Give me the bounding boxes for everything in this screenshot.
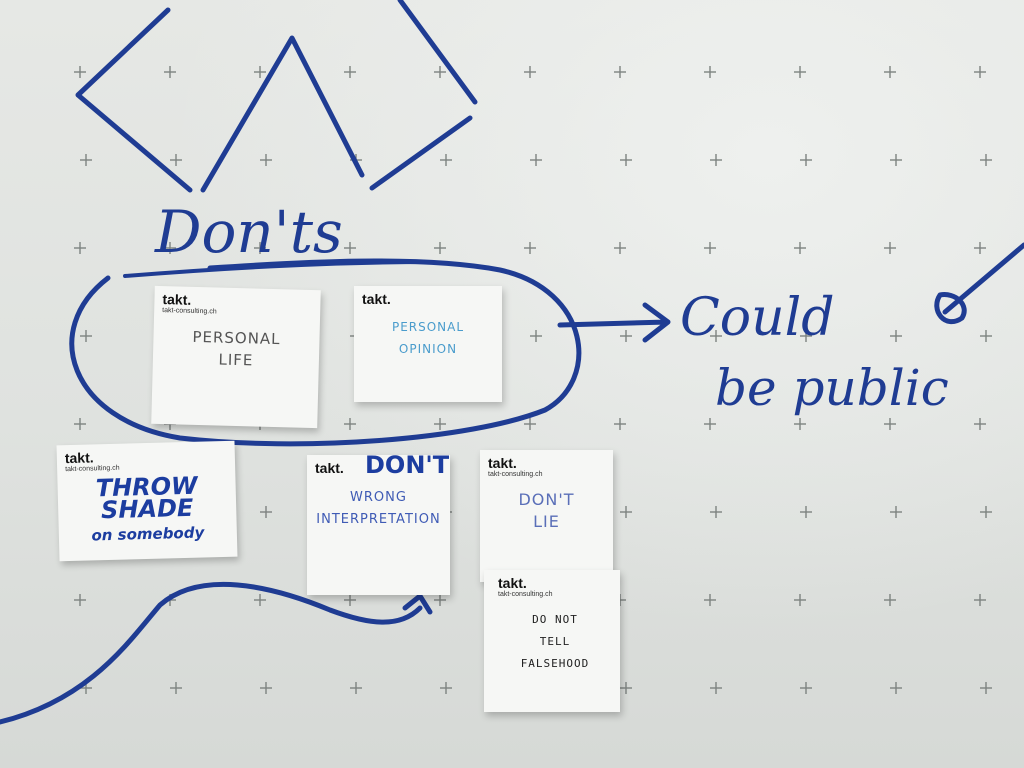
note-line: INTERPRETATION bbox=[316, 512, 441, 527]
note-line: OPINION bbox=[398, 342, 458, 356]
sticky-note-personal-life[interactable]: takt. takt-consulting.ch PERSONAL LIFE bbox=[151, 285, 321, 429]
note-text: DON'T LIE bbox=[488, 489, 605, 533]
sticky-note-do-not-tell-falsehood[interactable]: takt. takt-consulting.ch DO NOT TELL FAL… bbox=[484, 570, 620, 712]
note-text: DO NOT TELL FALSEHOOD bbox=[498, 609, 612, 675]
top-left-chevron bbox=[75, 7, 193, 193]
note-text: WRONG INTERPRETATION bbox=[315, 487, 442, 531]
note-line: LIFE bbox=[218, 350, 254, 370]
sticky-note-throw-shade[interactable]: takt. takt-consulting.ch THROW SHADE on … bbox=[56, 440, 238, 562]
note-line: LIE bbox=[533, 512, 560, 531]
note-site: takt-consulting.ch bbox=[488, 471, 543, 478]
heading-donts: Don'ts bbox=[154, 198, 343, 266]
note-line: PERSONAL bbox=[192, 327, 281, 349]
sticky-note-personal-opinion[interactable]: takt. PERSONAL OPINION bbox=[354, 286, 502, 402]
note-brand: takt. bbox=[488, 455, 517, 471]
note-brand: takt. bbox=[315, 460, 344, 476]
right-edge-arrow bbox=[934, 242, 1024, 325]
ellipse-around-notes bbox=[69, 258, 582, 447]
note-line: on somebody bbox=[91, 523, 205, 545]
top-right-chevron bbox=[369, 0, 478, 191]
could-text: Could bbox=[680, 288, 835, 348]
note-brand: takt. bbox=[498, 575, 527, 591]
sticky-note-wrong-interpretation[interactable]: takt. DON'T WRONG INTERPRETATION bbox=[307, 451, 450, 595]
note-text: PERSONAL LIFE bbox=[161, 325, 312, 373]
note-line: WRONG bbox=[350, 490, 407, 505]
note-line: TELL bbox=[539, 635, 571, 648]
note-line: PERSONAL bbox=[391, 320, 465, 334]
note-text: PERSONAL OPINION bbox=[362, 316, 494, 360]
note-line: SHADE bbox=[100, 493, 194, 525]
be-public-text: be public bbox=[715, 359, 949, 417]
note-brand: takt. bbox=[362, 291, 391, 307]
sticky-note-dont-lie[interactable]: takt. takt-consulting.ch DON'T LIE bbox=[480, 450, 613, 582]
note-site: takt-consulting.ch bbox=[498, 591, 553, 598]
note-line: FALSEHOOD bbox=[520, 657, 590, 670]
top-middle-chevron bbox=[200, 35, 365, 193]
note-line: DON'T bbox=[518, 490, 575, 509]
arrow-to-could-be-public bbox=[557, 302, 671, 343]
bottom-swoosh-arrow bbox=[0, 581, 433, 725]
note-text: THROW SHADE on somebody bbox=[65, 472, 229, 547]
note-line: DO NOT bbox=[532, 613, 578, 626]
note-marker-word: DON'T bbox=[365, 451, 450, 479]
